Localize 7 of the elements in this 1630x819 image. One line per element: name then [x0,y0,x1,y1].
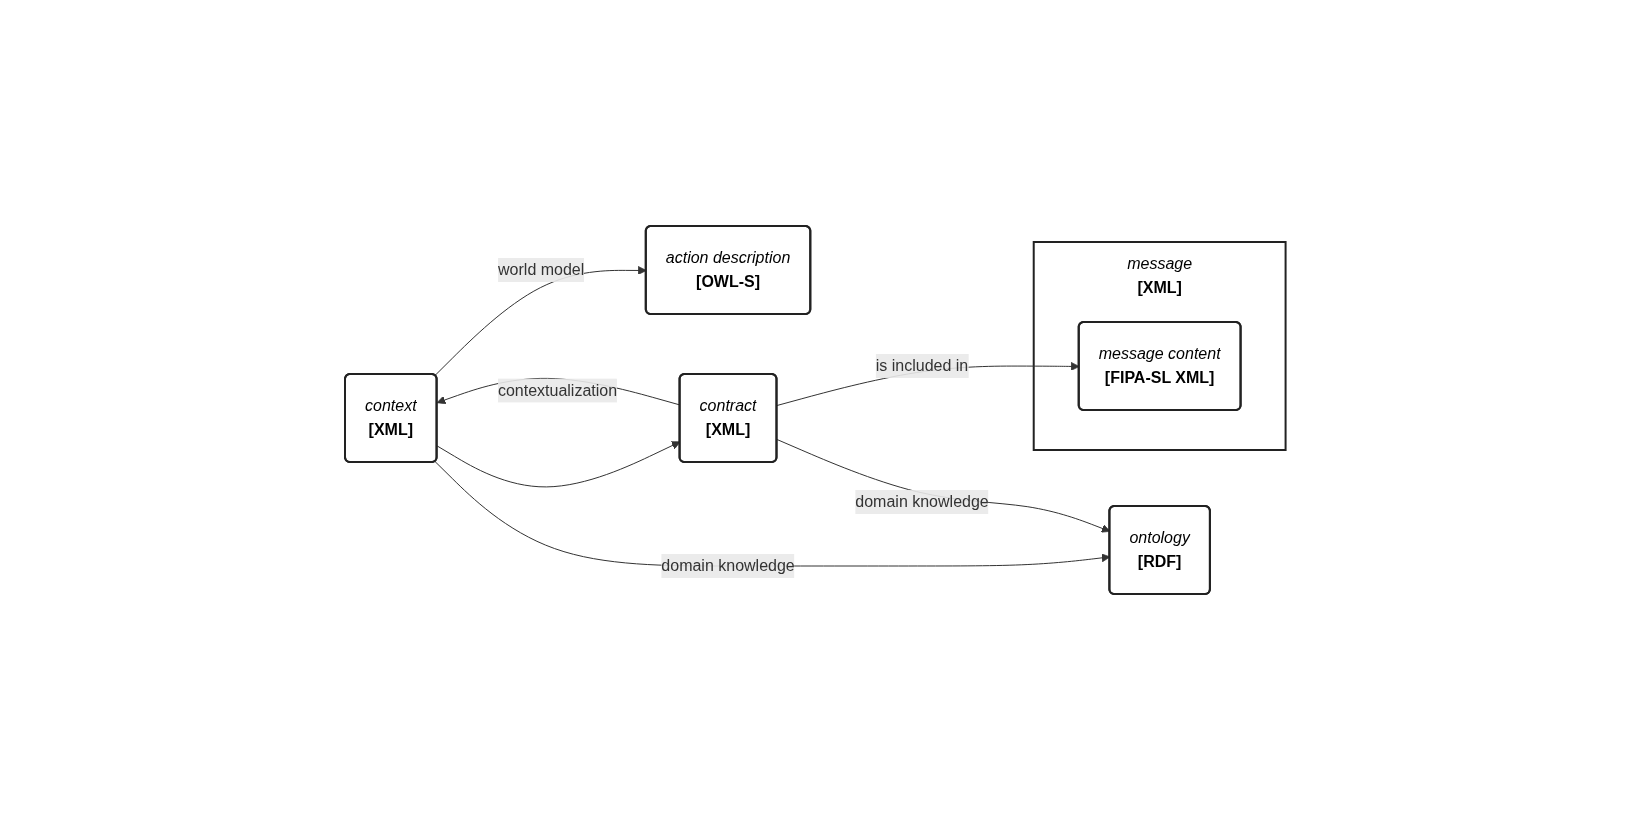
edge-label: world model [497,260,585,278]
edge-label: contextualization [497,381,617,399]
arrow [434,460,1110,566]
edge-label: is included in [875,356,968,374]
edge-label: domain knowledge [661,556,795,574]
edge-label: domain knowledge [855,492,989,510]
arrow [776,438,1110,533]
